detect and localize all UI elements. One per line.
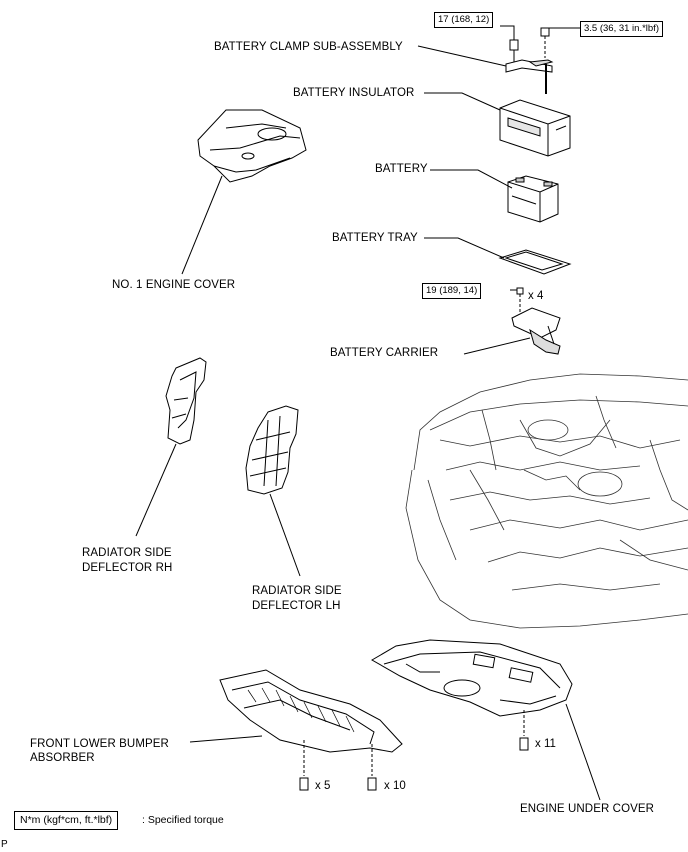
torque-carrier-bolt: 19 (189, 14) [422, 283, 482, 299]
battery-clamp-drawing [505, 27, 554, 94]
engine-cover-label: NO. 1 ENGINE COVER [112, 279, 236, 291]
radiator-deflector-lh-label-line2: DEFLECTOR LH [252, 600, 341, 612]
bumper-absorber-label-line1: FRONT LOWER BUMPER [30, 738, 169, 750]
battery-insulator-drawing [499, 99, 571, 157]
qty-under-cover-bolts: x 11 [535, 738, 556, 750]
engine-cover-drawing [197, 109, 307, 183]
battery-carrier-drawing [511, 287, 561, 355]
radiator-deflector-lh-drawing [245, 405, 299, 495]
legend-torque-box: N*m (kgf*cm, ft.*lbf) [14, 811, 119, 830]
qty-absorber-bolts-b: x 10 [384, 780, 406, 792]
bumper-absorber-label-line2: ABSORBER [30, 752, 95, 764]
battery-drawing [507, 175, 559, 223]
torque-clamp-bolt: 17 (168, 12) [434, 12, 494, 28]
legend-torque-text: : Specified torque [142, 814, 224, 826]
engine-under-cover-drawing [371, 639, 573, 717]
bumper-absorber-drawing [219, 669, 403, 753]
radiator-deflector-rh-drawing [165, 357, 207, 445]
qty-carrier-bolts: x 4 [528, 290, 544, 302]
radiator-deflector-lh-label-line1: RADIATOR SIDE [252, 585, 342, 597]
torque-clamp-nut: 3.5 (36, 31 in.*lbf) [580, 21, 663, 37]
radiator-deflector-rh-label-line2: DEFLECTOR RH [82, 562, 173, 574]
battery-insulator-label: BATTERY INSULATOR [293, 87, 415, 99]
battery-clamp-label: BATTERY CLAMP SUB-ASSEMBLY [214, 41, 403, 53]
battery-label: BATTERY [375, 163, 428, 175]
battery-tray-label: BATTERY TRAY [332, 232, 418, 244]
battery-carrier-label: BATTERY CARRIER [330, 347, 439, 359]
radiator-deflector-rh-label-line1: RADIATOR SIDE [82, 547, 172, 559]
vehicle-engine-bay-drawing [405, 373, 688, 629]
battery-tray-drawing [498, 249, 572, 275]
qty-absorber-bolts-a: x 5 [315, 780, 331, 792]
page-reference: P [1, 839, 8, 850]
engine-under-cover-label: ENGINE UNDER COVER [520, 803, 655, 815]
